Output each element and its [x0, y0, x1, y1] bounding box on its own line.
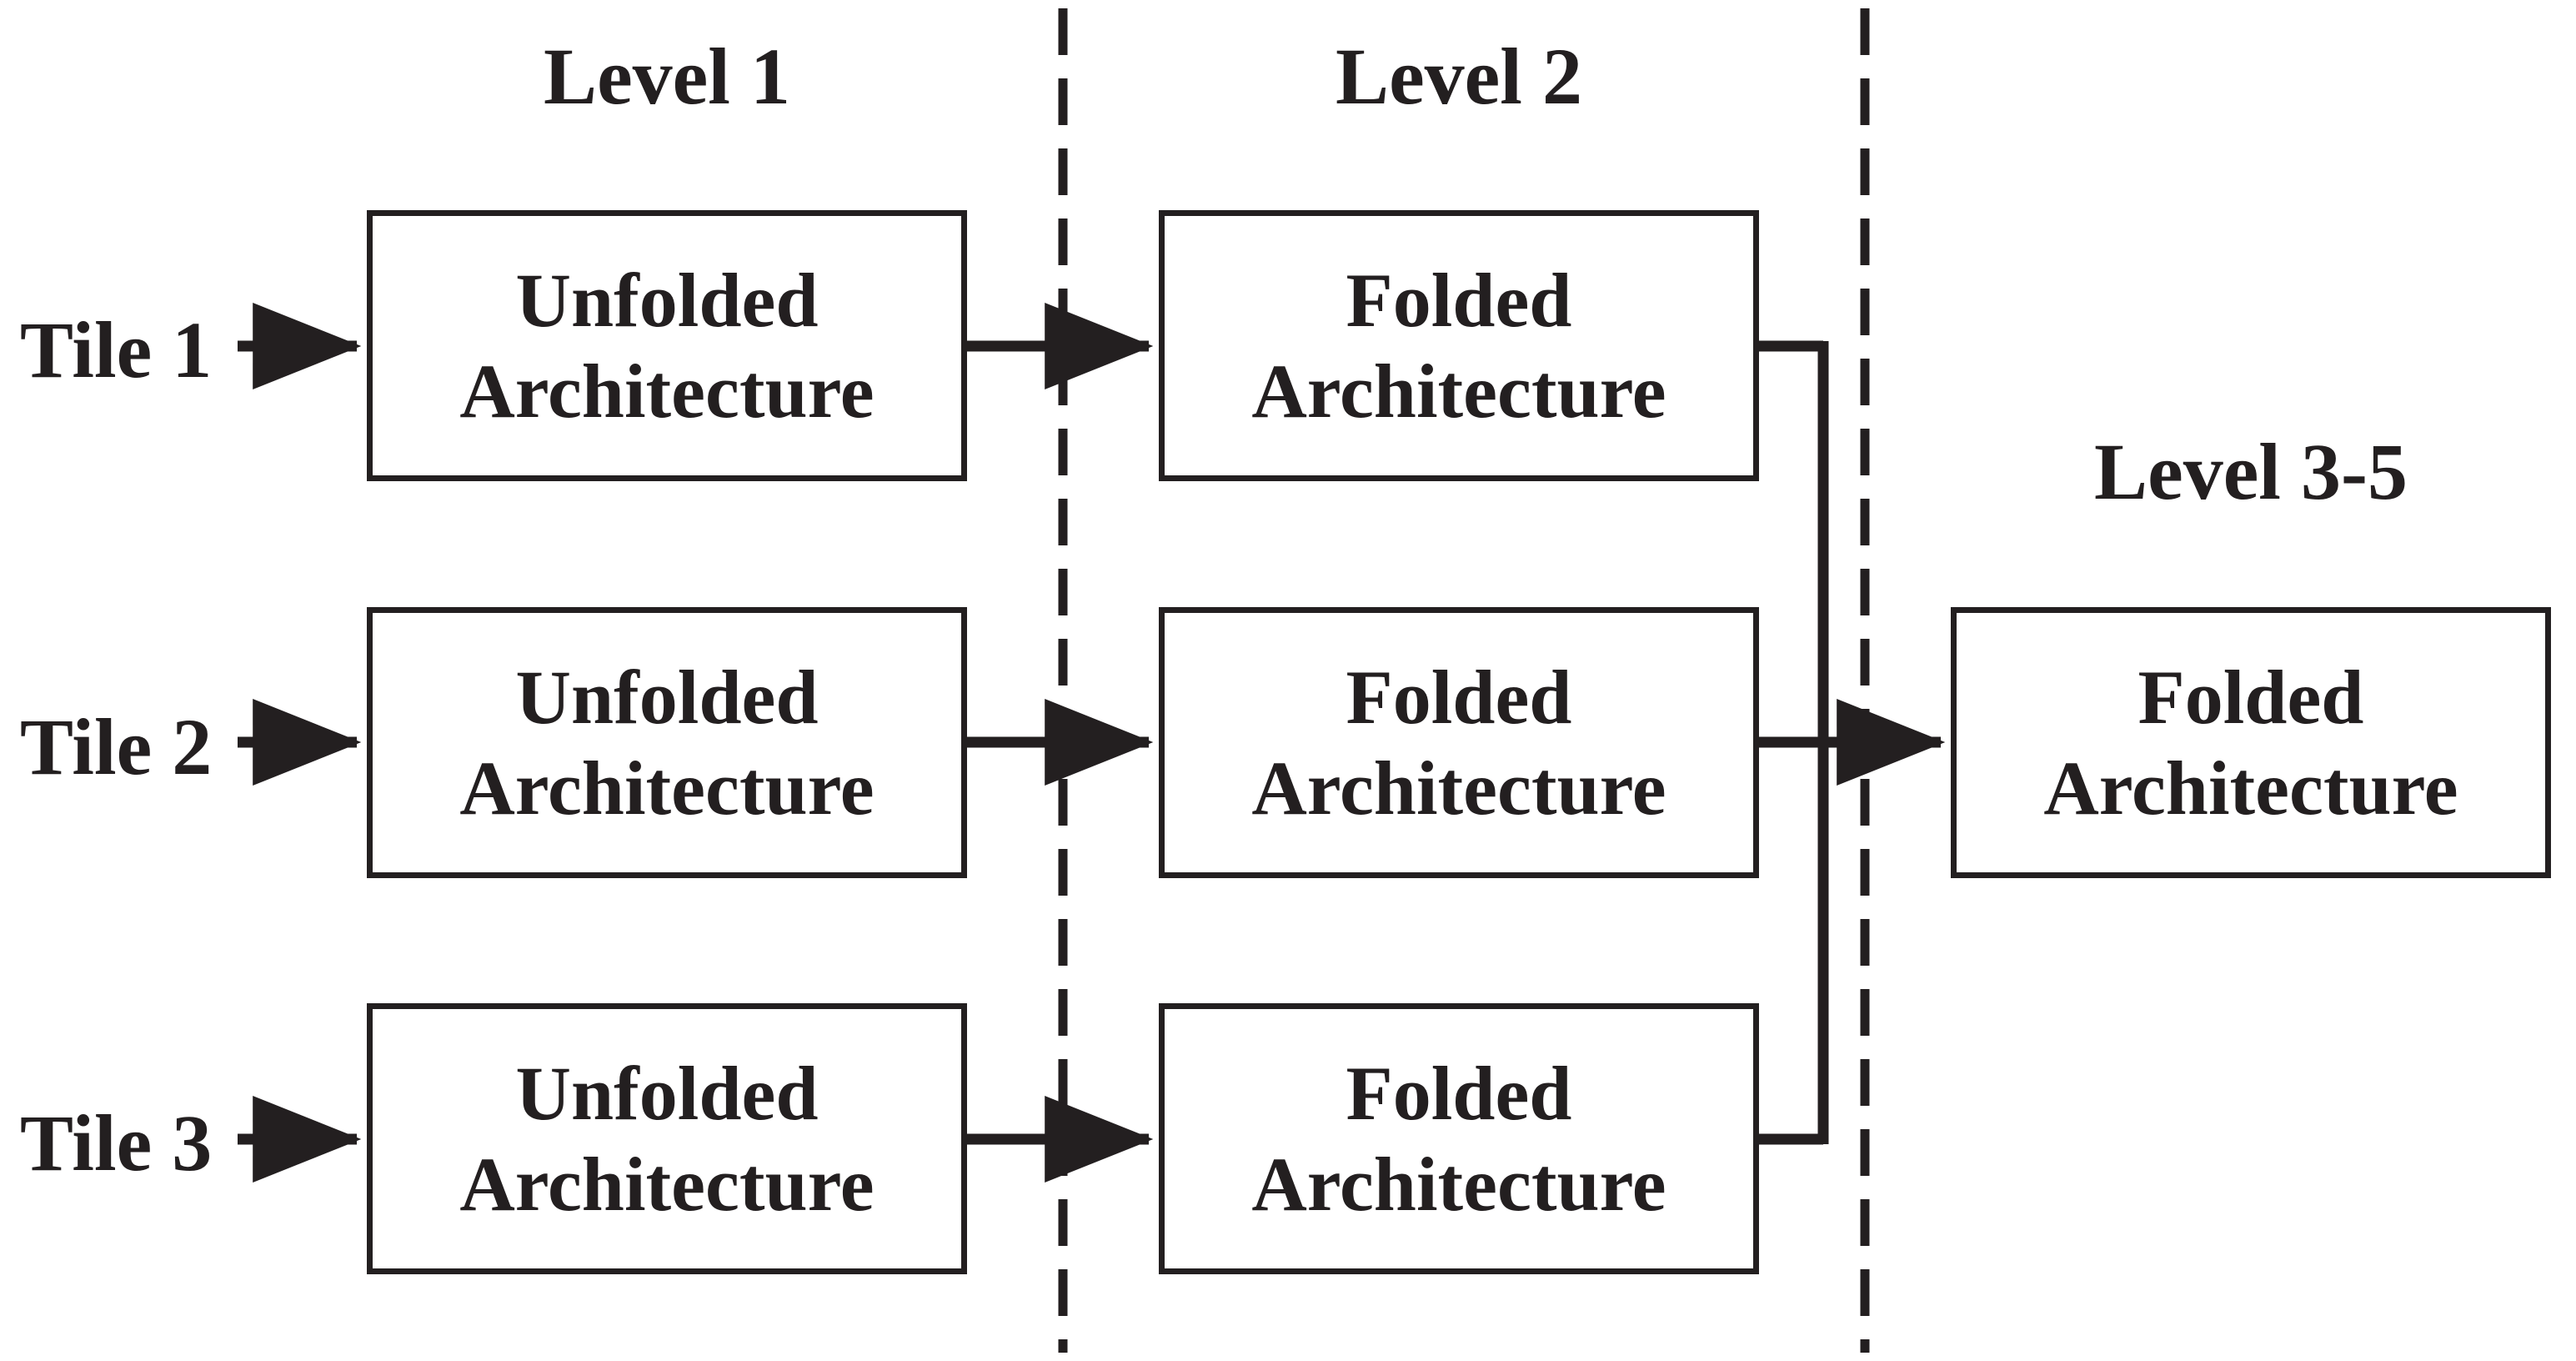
folded-architecture-box-tile-1[interactable]: Folded Architecture [1159, 210, 1759, 481]
folded-architecture-box-level-3-5[interactable]: Folded Architecture [1951, 607, 2551, 878]
tile-3-label: Tile 3 [20, 1098, 213, 1188]
unfolded-architecture-box-tile-1[interactable]: Unfolded Architecture [367, 210, 967, 481]
unfolded-architecture-box-tile-2[interactable]: Unfolded Architecture [367, 607, 967, 878]
folded-architecture-box-tile-2[interactable]: Folded Architecture [1159, 607, 1759, 878]
level-1-header: Level 1 [544, 32, 790, 121]
level-3-5-header: Level 3-5 [2094, 427, 2408, 516]
level-2-header: Level 2 [1336, 32, 1582, 121]
box-label-line1: Folded [1346, 1050, 1572, 1136]
box-label-line1: Unfolded [515, 654, 819, 740]
box-label-line2: Architecture [1251, 1141, 1666, 1227]
box-label-line1: Unfolded [515, 1050, 819, 1136]
box-label-line2: Architecture [459, 348, 875, 434]
connector-folded-bus-merge [1757, 340, 1946, 1145]
box-label-line2: Architecture [459, 745, 875, 831]
unfolded-architecture-box-tile-3[interactable]: Unfolded Architecture [367, 1003, 967, 1274]
box-label-line2: Architecture [2043, 745, 2458, 831]
box-label-line1: Folded [1346, 654, 1572, 740]
folded-architecture-box-tile-3[interactable]: Folded Architecture [1159, 1003, 1759, 1274]
box-label-line2: Architecture [1251, 745, 1666, 831]
tile-2-label: Tile 2 [20, 702, 213, 791]
box-label-line2: Architecture [1251, 348, 1666, 434]
tile-1-label: Tile 1 [20, 305, 213, 394]
box-label-line1: Folded [1346, 257, 1572, 343]
box-label-line1: Unfolded [515, 257, 819, 343]
box-label-line2: Architecture [459, 1141, 875, 1227]
box-label-line1: Folded [2137, 654, 2364, 740]
